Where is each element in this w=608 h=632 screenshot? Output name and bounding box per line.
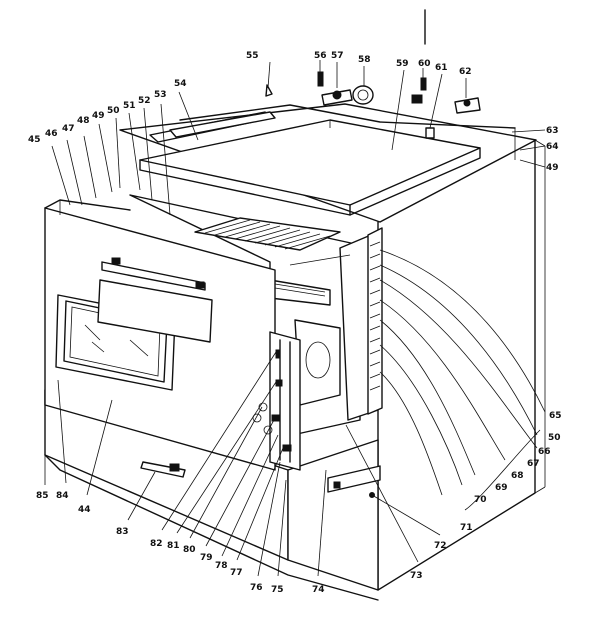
door-handle [101,257,206,291]
callout-54: 54 [174,79,187,89]
oven-door [44,199,276,471]
oven-rack [194,217,341,251]
valve-57 [321,89,353,106]
callout-81: 81 [167,541,180,551]
callout-45: 45 [28,135,41,145]
callout-51: 51 [123,101,136,111]
callout-60: 60 [418,59,431,69]
side-vent [367,227,383,415]
callout-58: 58 [358,55,371,65]
drawer-tray [294,319,341,406]
clip-56 [317,71,324,87]
knob-58 [352,85,374,105]
bottom-hinge-bracket [327,465,381,493]
callout-49: 49 [92,111,105,121]
callout-76: 76 [250,583,263,593]
callout-48: 48 [77,116,90,126]
gas-fitting [425,127,435,139]
callout-82: 82 [150,539,163,549]
callout-69: 69 [495,483,508,493]
callout-56: 56 [314,51,327,61]
callout-70: 70 [474,495,487,505]
callout-84: 84 [56,491,69,501]
callout-83: 83 [116,527,129,537]
bracket-61 [411,94,423,104]
callout-55: 55 [246,51,259,61]
callout-57: 57 [331,51,344,61]
callout-leaders [44,60,546,577]
callout-61: 61 [435,63,448,73]
callout-85: 85 [36,491,49,501]
cooktop-panel [139,119,481,216]
callout-64: 64 [546,142,559,152]
callout-46: 46 [45,129,58,139]
callout-62: 62 [459,67,472,77]
callout-59: 59 [396,59,409,69]
callout-67: 67 [527,459,540,469]
callout-78: 78 [215,561,228,571]
callout-68: 68 [511,471,524,481]
callout-50-right: 50 [548,433,561,443]
drawer-handle [140,461,186,478]
callout-52: 52 [138,96,151,106]
callout-66: 66 [538,447,551,457]
callout-71: 71 [460,523,473,533]
callout-63: 63 [546,126,559,136]
callout-72: 72 [434,541,447,551]
igniter-62 [454,97,481,114]
clip-60 [420,77,427,91]
screw-55 [265,84,273,97]
callout-73: 73 [410,571,423,581]
back-rail [149,111,276,143]
callout-47: 47 [62,124,75,134]
callout-77: 77 [230,568,243,578]
screw-71 [369,492,375,498]
callout-75: 75 [271,585,284,595]
callout-44: 44 [78,505,91,515]
callout-80: 80 [183,545,196,555]
callout-49-right: 49 [546,163,559,173]
callout-65: 65 [549,411,562,421]
callout-53: 53 [154,90,167,100]
callout-79: 79 [200,553,213,563]
callout-labels: 45 46 47 48 49 50 51 52 53 54 55 56 57 5… [28,51,562,595]
callout-50: 50 [107,106,120,116]
callout-74: 74 [312,585,325,595]
